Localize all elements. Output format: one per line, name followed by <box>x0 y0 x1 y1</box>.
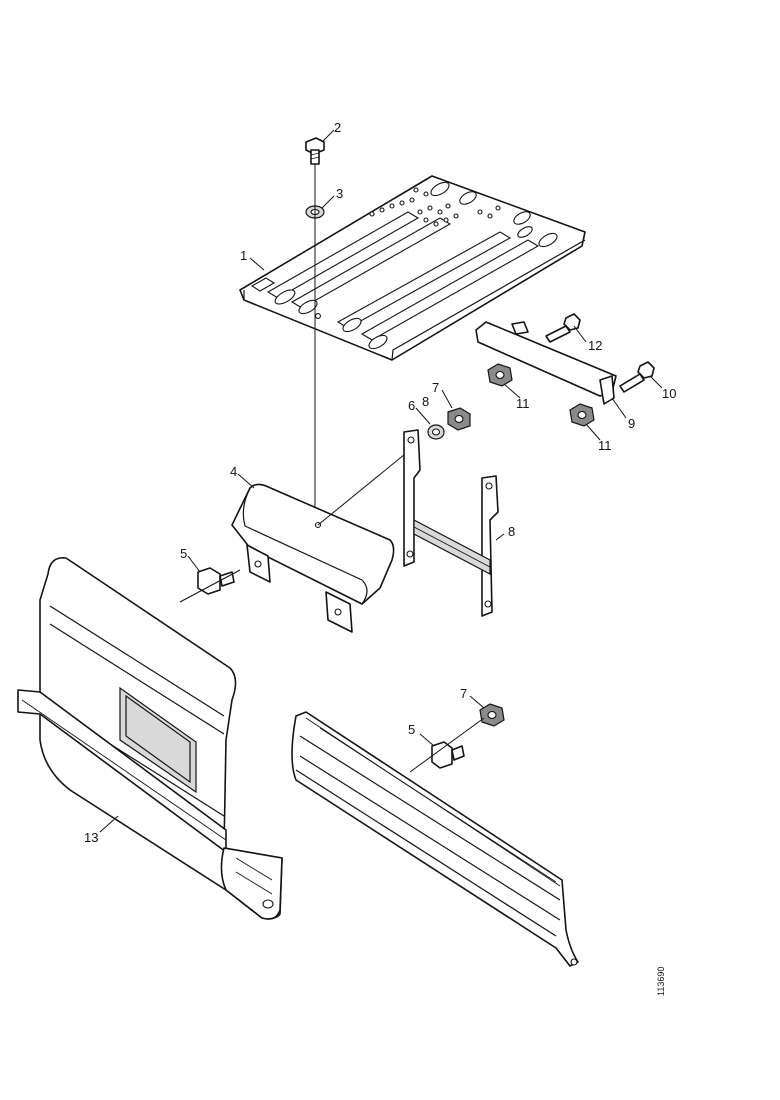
callout-7-upper: 7 <box>432 380 439 395</box>
part-7-nut-lower <box>479 703 505 727</box>
callout-9: 9 <box>628 416 635 431</box>
callout-leaders <box>99 129 663 833</box>
callout-8-upper: 8 <box>422 394 429 409</box>
part-2-bolt <box>305 137 325 165</box>
callout-10: 10 <box>662 386 676 401</box>
callout-6: 6 <box>408 398 415 413</box>
callout-2: 2 <box>334 120 341 135</box>
callout-1: 1 <box>240 248 247 263</box>
side-panel-front-section <box>291 711 579 967</box>
part-6-washer <box>427 424 445 440</box>
callout-5-lower: 5 <box>408 722 415 737</box>
part-4-step-bracket <box>231 483 395 633</box>
part-5-clip-upper <box>197 567 235 595</box>
reference-code: 113690 <box>656 967 666 996</box>
callout-5-upper: 5 <box>180 546 187 561</box>
callout-12: 12 <box>588 338 602 353</box>
alignment-line-clip-lower <box>409 717 485 773</box>
part-11-nut-lower <box>569 403 595 427</box>
callout-8-lower: 8 <box>508 524 515 539</box>
callout-11-lower: 11 <box>598 438 612 453</box>
part-10-bolt <box>619 361 655 393</box>
part-5-clip-lower <box>431 741 465 769</box>
callout-11-upper: 11 <box>516 396 530 411</box>
callout-7-lower: 7 <box>460 686 467 701</box>
part-12-bolt <box>545 313 581 343</box>
callout-3: 3 <box>336 186 343 201</box>
part-8-support-frame <box>403 429 499 617</box>
callout-4: 4 <box>230 464 237 479</box>
alignment-line-clip-upper <box>179 569 241 603</box>
part-13-side-panel <box>17 557 283 920</box>
alignment-line-bracket <box>317 449 411 526</box>
callout-13: 13 <box>84 830 98 845</box>
part-7-nut-upper <box>447 407 471 431</box>
part-1-step-plate <box>239 175 586 361</box>
part-11-nut-upper <box>487 363 513 387</box>
part-9-mounting-strip <box>475 321 617 405</box>
